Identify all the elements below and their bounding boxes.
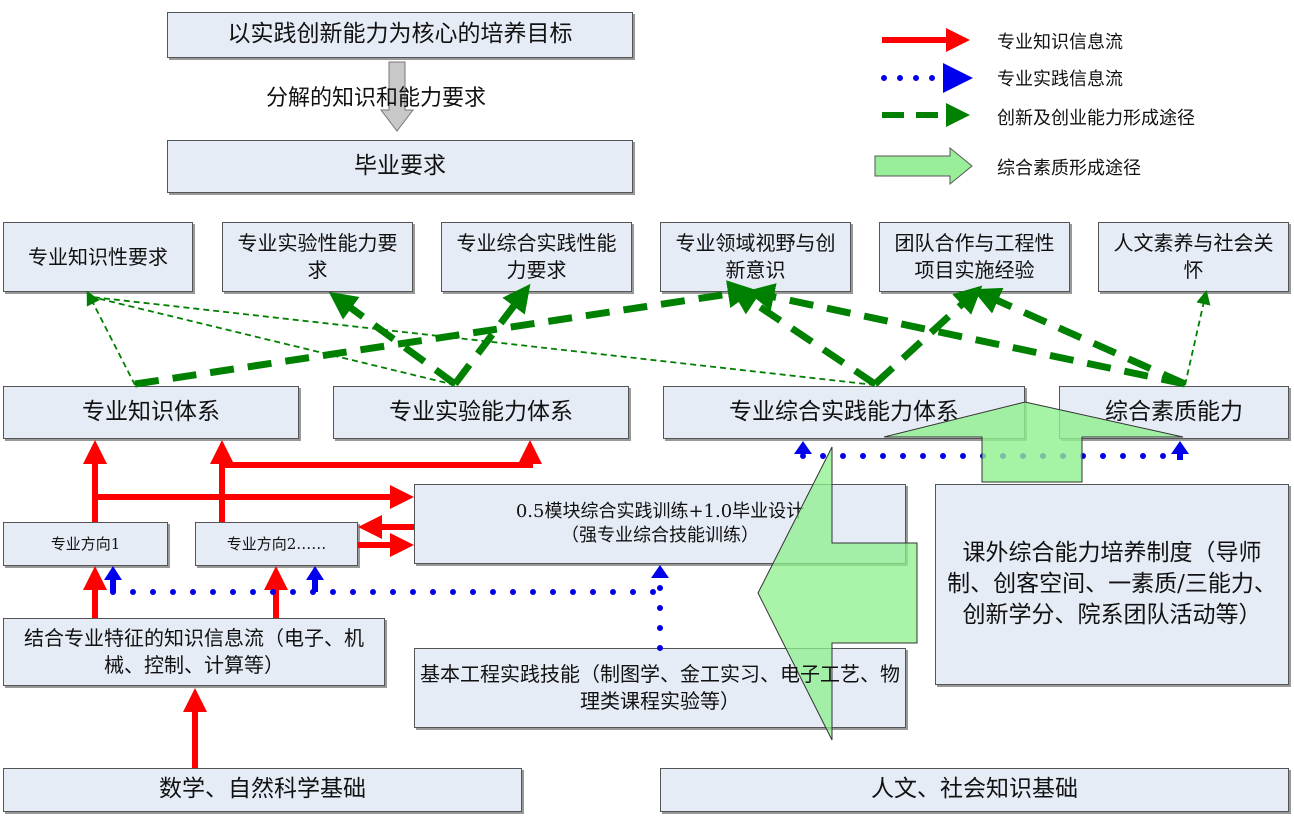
req-vision: 专业领域视野与创新意识 (660, 222, 851, 292)
thick-green-3 (328, 291, 458, 387)
system-knowledge: 专业知识体系 (3, 386, 299, 439)
legend-label-quality: 综合素质形成途径 (997, 158, 1141, 179)
legend-label-practice: 专业实践信息流 (997, 69, 1123, 90)
thick-green-5 (872, 285, 983, 387)
legend-label-knowledge: 专业知识信息流 (997, 32, 1123, 53)
blue-arrowhead-dir1 (104, 566, 122, 592)
direction-2: 专业方向2…… (195, 522, 358, 566)
thick-green-6 (746, 283, 1186, 388)
red-to-experiment (222, 440, 542, 468)
quality-big-arrow (883, 401, 1184, 483)
thin-green-2 (91, 296, 456, 386)
direction-1: 专业方向1 (3, 522, 168, 566)
decompose-arrow (379, 61, 415, 132)
engineering-box: 基本工程实践技能（制图学、金工实习、电子工艺、物理类课程实验等） (420, 662, 900, 713)
thin-green-1 (86, 290, 136, 386)
knowledge-flow-box: 结合专业特征的知识信息流（电子、机械、控制、计算等） (3, 618, 385, 686)
blue-arrowhead-dir2 (306, 566, 324, 592)
thin-green-4 (1184, 289, 1211, 386)
req-humanities: 人文素养与社会关怀 (1098, 222, 1289, 292)
thick-green-1 (134, 280, 756, 388)
goal-box: 以实践创新能力为核心的培养目标 (167, 12, 633, 58)
foundation-science: 数学、自然科学基础 (3, 768, 522, 812)
req-experiment: 专业实验性能力要求 (222, 222, 413, 292)
blue-arrowhead-quality (1171, 441, 1189, 460)
graduation-box: 毕业要求 (167, 140, 633, 193)
thick-green-7 (972, 287, 1187, 388)
foundation-humanities: 人文、社会知识基础 (660, 768, 1289, 812)
thick-green-4 (730, 287, 877, 387)
training-line1: 0.5模块综合实践训练+1.0毕业设计 (515, 500, 805, 522)
legend-quality-arrow (874, 146, 973, 186)
blue-arrowhead-training (651, 565, 669, 578)
decompose-label: 分解的知识和能力要求 (266, 86, 487, 111)
blue-arrowhead-comprehensive (794, 441, 812, 454)
system-experiment: 专业实验能力体系 (333, 386, 629, 439)
req-comprehensive: 专业综合实践性能力要求 (441, 222, 632, 292)
req-knowledge: 专业知识性要求 (3, 222, 193, 292)
training-line2: （强专业综合技能训练） (561, 525, 759, 546)
lightning-big-arrow (757, 446, 918, 741)
req-teamwork: 团队合作与工程性项目实施经验 (879, 222, 1070, 292)
legend-label-innovation: 创新及创业能力形成途径 (997, 108, 1195, 129)
extracurricular-box: 课外综合能力培养制度（导师制、创客空间、一素质/三能力、创新学分、院系团队活动等… (935, 484, 1289, 685)
thick-green-2 (452, 283, 531, 387)
